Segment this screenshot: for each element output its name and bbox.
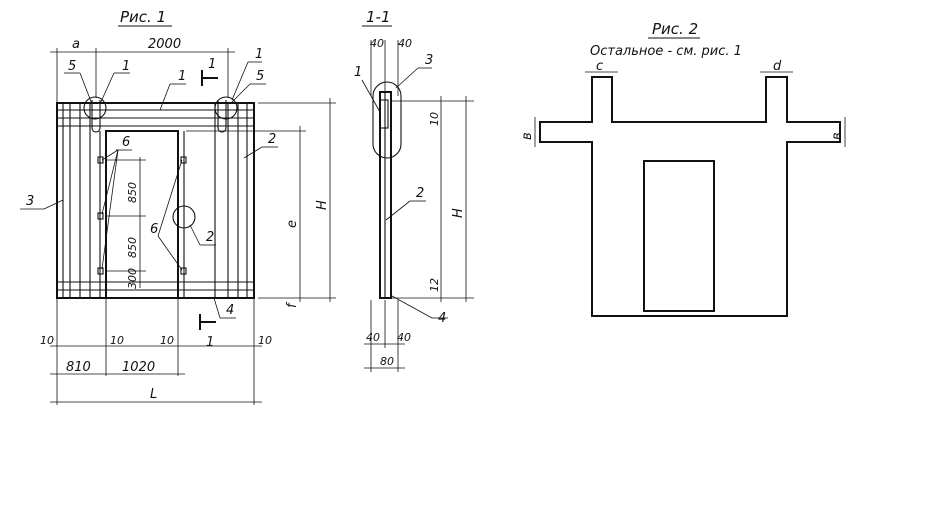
fig1-dim-10-a: 10 bbox=[40, 334, 54, 347]
fig1-dim-10-b: 10 bbox=[110, 334, 124, 347]
fig1-callout-6-top: 6 bbox=[122, 135, 130, 150]
fig1-detail-circle-middle bbox=[172, 205, 196, 229]
fig1-dim-850-bottom: 850 bbox=[126, 237, 139, 258]
fig1-dim-300: 300 bbox=[126, 268, 139, 289]
fig1-dim-10-c: 10 bbox=[160, 334, 174, 347]
section-title: 1-1 bbox=[366, 8, 391, 26]
fig1-dim-2000: 2000 bbox=[148, 37, 181, 52]
section-dim-40-top-left: 40 bbox=[370, 37, 384, 50]
fig2-dim-c: c bbox=[596, 59, 603, 74]
section-dim-40-bottom-right: 40 bbox=[397, 331, 411, 344]
fig1-callout-2-middle: 2 bbox=[206, 230, 214, 245]
fig1-section-mark-bottom: 1 bbox=[206, 335, 214, 350]
fig1-dim-10-d: 10 bbox=[258, 334, 272, 347]
fig2-dim-d: d bbox=[773, 59, 782, 74]
fig1-callout-1-a: 1 bbox=[122, 59, 130, 74]
fig1-callout-6-bottom: 6 bbox=[150, 222, 158, 237]
fig1-title: Рис. 1 bbox=[120, 8, 166, 26]
fig2-outline bbox=[539, 76, 841, 317]
fig1-callout-5-right: 5 bbox=[256, 69, 264, 84]
fig1-callout-3: 3 bbox=[26, 194, 34, 209]
section-callout-1: 1 bbox=[354, 65, 362, 80]
section-callout-4: 4 bbox=[438, 311, 446, 326]
section-dim-80: 80 bbox=[380, 355, 394, 368]
fig1-dim-f: f bbox=[285, 301, 300, 308]
fig2-subtitle: Остальное - см. рис. 1 bbox=[590, 44, 742, 59]
fig1-dim-e: e bbox=[285, 220, 300, 228]
fig1-dim-1020: 1020 bbox=[122, 360, 155, 375]
fig1-callout-2-right: 2 bbox=[268, 132, 276, 147]
fig1-dim-L: L bbox=[150, 387, 157, 402]
fig2-dim-b-right: в bbox=[830, 132, 845, 140]
section-callout-2: 2 bbox=[416, 186, 424, 201]
figure-2: Рис. 2 Остальное - см. рис. 1 c d в в bbox=[520, 20, 846, 317]
section-dim-12: 12 bbox=[428, 278, 441, 292]
section-dim-10: 10 bbox=[428, 112, 441, 126]
section-dim-40-bottom-left: 40 bbox=[366, 331, 380, 344]
fig1-callout-5-left: 5 bbox=[68, 59, 76, 74]
fig1-dim-810: 810 bbox=[66, 360, 91, 375]
section-callout-3: 3 bbox=[425, 53, 433, 68]
fig2-dim-b-left: в bbox=[520, 132, 535, 140]
section-capsule bbox=[372, 81, 402, 159]
fig1-dim-850-top: 850 bbox=[126, 182, 139, 203]
fig2-door-opening bbox=[643, 160, 715, 312]
fig1-callout-4: 4 bbox=[226, 303, 234, 318]
fig1-callout-1-c: 1 bbox=[255, 47, 263, 62]
fig1-dim-a: a bbox=[72, 37, 80, 52]
figure-1: Рис. 1 bbox=[20, 8, 336, 405]
fig1-detail-circle-right bbox=[214, 96, 238, 120]
fig2-title: Рис. 2 bbox=[652, 20, 698, 38]
section-dim-H: H bbox=[451, 208, 466, 218]
fig1-dim-H: H bbox=[315, 200, 330, 210]
fig1-detail-circle-left bbox=[83, 96, 107, 120]
fig1-callout-1-b: 1 bbox=[178, 69, 186, 84]
section-1-1: 1-1 40 40 1 3 2 4 10 H 12 bbox=[354, 8, 474, 372]
section-dim-40-top-right: 40 bbox=[398, 37, 412, 50]
fig1-section-mark-top: 1 bbox=[208, 57, 216, 72]
fig1-door-opening bbox=[105, 130, 179, 299]
fig1-panel-outline bbox=[56, 102, 255, 299]
